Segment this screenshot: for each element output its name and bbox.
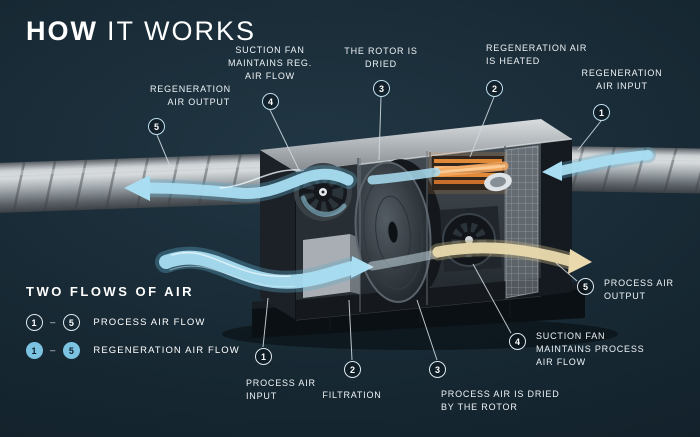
process-fan-icon: [439, 205, 503, 272]
process-through-rotor-flow: [367, 249, 441, 271]
callout-label: REGENERATION AIR IS HEATED: [486, 43, 588, 67]
callout-label: REGENERATION AIR OUTPUT: [150, 84, 231, 108]
regeneration-air-in-arrow: [542, 147, 656, 181]
step-number: 4: [267, 96, 273, 107]
callout-process-input: PROCESS AIR INPUT: [246, 377, 332, 403]
legend: TWO FLOWS OF AIR 1 – 5 PROCESS AIR FLOW …: [26, 284, 240, 370]
step-number: 2: [491, 83, 497, 94]
regeneration-air-out-arrow: [124, 165, 357, 217]
step-badge-proc-4: 4: [509, 333, 526, 350]
callout-label: PROCESS AIR IS DRIED BY THE ROTOR: [441, 389, 560, 413]
step-number: 3: [434, 364, 440, 375]
title-bold: HOW: [26, 16, 98, 46]
step-number: 2: [349, 364, 355, 375]
process-air-in-arrow: [155, 246, 374, 293]
callout-lines: [156, 96, 602, 361]
step-number: 1: [260, 351, 266, 362]
callout-filtration: FILTRATION: [312, 389, 392, 402]
legend-regeneration-start-badge: 1: [26, 342, 43, 359]
legend-regeneration-end-badge: 5: [63, 342, 81, 359]
step-number: 1: [598, 107, 604, 118]
step-badge-proc-1: 1: [255, 348, 272, 365]
duct-opening: [484, 172, 512, 192]
callout-rotor-dried: THE ROTOR IS DRIED: [344, 45, 418, 71]
step-number: 5: [153, 121, 159, 132]
legend-process-start-badge: 1: [26, 314, 43, 331]
range-dash: –: [50, 345, 57, 356]
callout-label: REGENERATION AIR INPUT: [581, 68, 663, 92]
legend-row-process: 1 – 5 PROCESS AIR FLOW: [26, 314, 240, 331]
rotor-to-fan-flow: [367, 167, 441, 185]
legend-regeneration-label: REGENERATION AIR FLOW: [93, 345, 240, 356]
callout-process-fan: SUCTION FAN MAINTAINS PROCESS AIR FLOW: [536, 330, 648, 369]
callout-regeneration-input: REGENERATION AIR INPUT: [577, 67, 667, 93]
callout-label: THE ROTOR IS DRIED: [344, 46, 418, 70]
range-dash: –: [50, 317, 57, 328]
airflows: [124, 147, 656, 293]
step-badge-proc-3: 3: [429, 361, 446, 378]
callout-label: PROCESS AIR INPUT: [246, 378, 316, 402]
callout-label: PROCESS AIR OUTPUT: [604, 278, 674, 302]
filter-panel: [505, 145, 539, 299]
step-number: 5: [582, 281, 588, 292]
callout-process-dried: PROCESS AIR IS DRIED BY THE ROTOR: [441, 388, 573, 414]
step-number: 3: [378, 83, 384, 94]
right-duct: [551, 145, 700, 194]
callout-process-output: PROCESS AIR OUTPUT: [604, 277, 692, 303]
step-number: 4: [514, 336, 520, 347]
legend-row-regeneration: 1 – 5 REGENERATION AIR FLOW: [26, 342, 240, 359]
callout-regeneration-heated: REGENERATION AIR IS HEATED: [486, 42, 596, 68]
step-badge-reg-3: 3: [373, 80, 390, 97]
step-badge-reg-4: 4: [262, 93, 279, 110]
title-light: IT WORKS: [106, 16, 256, 46]
step-badge-proc-5: 5: [577, 278, 594, 295]
step-badge-reg-1: 1: [593, 104, 610, 121]
step-badge-reg-5: 5: [148, 118, 165, 135]
legend-title: TWO FLOWS OF AIR: [26, 284, 195, 299]
callout-regeneration-output: REGENERATION AIR OUTPUT: [150, 83, 230, 109]
callout-label: SUCTION FAN MAINTAINS PROCESS AIR FLOW: [536, 331, 645, 368]
callout-regeneration-fan: SUCTION FAN MAINTAINS REG. AIR FLOW: [222, 44, 318, 83]
step-badge-reg-2: 2: [486, 80, 503, 97]
step-badge-proc-2: 2: [344, 361, 361, 378]
process-air-out-arrow: [429, 239, 592, 274]
callout-label: FILTRATION: [322, 390, 382, 400]
legend-process-end-badge: 5: [63, 314, 81, 331]
legend-process-label: PROCESS AIR FLOW: [93, 317, 206, 328]
callout-label: SUCTION FAN MAINTAINS REG. AIR FLOW: [227, 45, 313, 82]
page-title: HOW IT WORKS: [26, 16, 256, 47]
